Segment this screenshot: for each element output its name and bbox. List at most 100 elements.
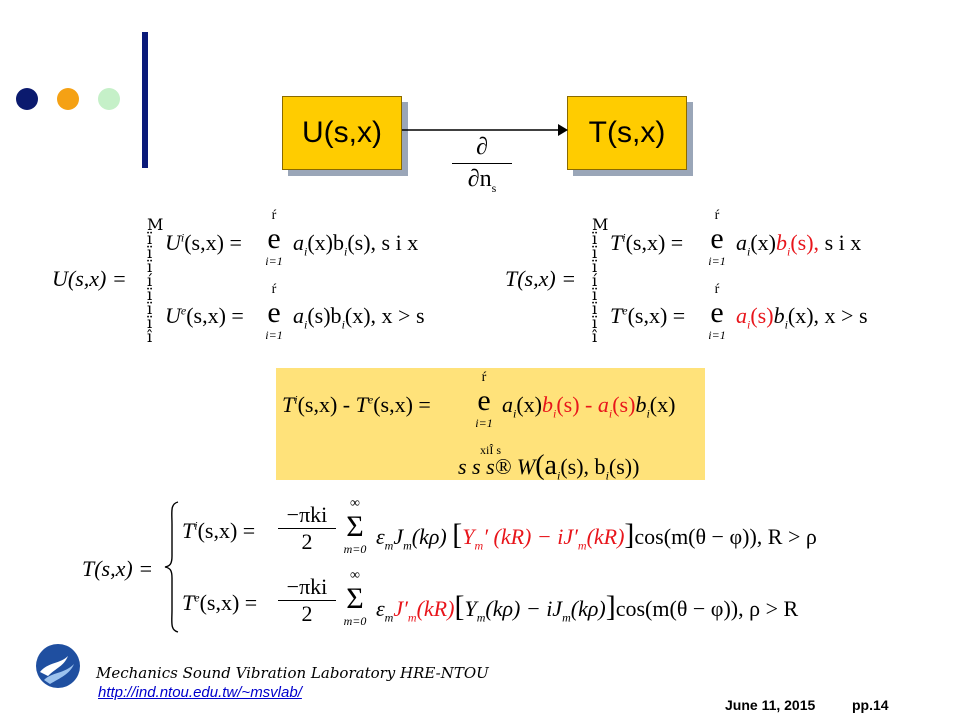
- eq-final-r1-frac-num: −πki: [286, 502, 328, 527]
- eq-u-row2-cond: (x), x > s: [344, 303, 425, 328]
- eq-t-row2-b: b: [773, 303, 785, 328]
- eq-final-r1-mid: (s,x) =: [197, 518, 256, 543]
- eq-final-r2-tail: cos(m(θ − φ)), ρ > R: [615, 596, 799, 621]
- eq-t-row1-rest: (x): [750, 230, 776, 255]
- eq-u-row2-sum-sign: e: [267, 296, 281, 329]
- eq-final-r1-j: J: [393, 524, 404, 549]
- eq-u-row1-cond: (s), s i x: [347, 230, 419, 255]
- eq-u-row1-rest: (x)b: [307, 230, 344, 255]
- eq-final-r2-y-sub: m: [476, 610, 486, 625]
- eq-jump-red-b-sub: i: [553, 406, 557, 421]
- eq-t-row2: Te(s,x) =: [610, 303, 685, 329]
- eq-u-row2-var: U: [165, 303, 181, 328]
- eq-jump-cond-s: s s: [458, 454, 481, 479]
- eq-jump-lhs: Ti(s,x) - Te(s,x) =: [282, 392, 431, 418]
- eq-u-row2-rest: (s)b: [307, 303, 342, 328]
- box-u: U(s,x): [282, 96, 402, 170]
- eq-jump-condition: s s s® W(ai(s), bi(s)): [458, 450, 639, 483]
- eq-jump-sum: ŕ e i=1: [472, 370, 496, 431]
- eq-t-row1-a: a: [736, 230, 747, 255]
- eq-final-r2-red-j: J′: [393, 596, 408, 621]
- eq-jump-red-b-rest: (s) -: [556, 392, 593, 417]
- eq-u-row1-var: U: [165, 230, 181, 255]
- eq-jump-w-sub2: i: [605, 468, 609, 483]
- eq-t-row2-var: T: [610, 303, 623, 328]
- eq-jump-b: b: [635, 392, 647, 417]
- eq-t-lhs: T(s,x) =: [505, 266, 577, 291]
- eq-jump-condition-sup: xiÎ s: [480, 443, 501, 457]
- eq-final-r2-lbracket: [: [454, 590, 465, 623]
- eq-u-row1-sum-sign: e: [267, 222, 281, 255]
- eq-final-r1-frac: −πki 2: [278, 502, 336, 555]
- eq-final-r2-arg: (kρ): [570, 596, 606, 621]
- eq-final-r2-body: εmJ′m(kR)[Ym(kρ) − iJm(kρ)]cos(m(θ − φ))…: [376, 590, 798, 625]
- eq-u-row1-b-sub: i: [344, 244, 348, 259]
- eq-t-row2-term: ai(s)bi(x), x > s: [736, 303, 868, 332]
- eq-t-row1-sum: ŕ e i=1: [705, 208, 729, 269]
- eq-jump-sum-bottom: i=1: [475, 416, 493, 430]
- decor-dot-orange: [57, 88, 79, 110]
- eq-final-r2-sum: ∞ Σ m=0: [338, 568, 372, 629]
- eq-u-row1-a: a: [293, 230, 304, 255]
- box-u-label: U(s,x): [302, 116, 382, 149]
- eq-u-row2-mid: (s,x) =: [186, 303, 244, 328]
- operator-fraction: ∂ ∂ns: [452, 134, 512, 196]
- eq-jump-t2: T: [355, 392, 368, 417]
- eq-t-row1-sum-top: ŕ: [714, 208, 720, 223]
- eq-jump-sup1: i: [294, 392, 298, 407]
- eq-final-r1-lbracket: [: [452, 518, 463, 551]
- eq-final-r2-t: T: [182, 590, 195, 615]
- eq-u-row1-sum: ŕ e i=1: [262, 208, 286, 269]
- eq-u-row2-sum-top: ŕ: [271, 282, 277, 297]
- eq-t-row2-sup: e: [622, 303, 628, 318]
- eq-u-row2-b-sub: i: [341, 317, 345, 332]
- eq-u-row2-sup: e: [180, 303, 187, 318]
- eq-jump-b-sub: i: [646, 406, 650, 421]
- eq-jump-b-rest: (x): [649, 392, 676, 417]
- eq-t-row1-cond: s i x: [824, 230, 862, 255]
- eq-t-row2-sum-sign: e: [710, 296, 724, 329]
- eq-final-r1-rbracket: ]: [624, 518, 635, 551]
- eq-t-row1-mid: (s,x) =: [625, 230, 684, 255]
- eq-u-row1-sum-bottom: i=1: [265, 254, 283, 268]
- eq-t-row2-mid: (s,x) =: [627, 303, 686, 328]
- eq-final-r1-j-sub: m: [403, 538, 412, 553]
- eq-jump-w-open: (a: [535, 450, 557, 481]
- eq-final-r1-sum-bot: m=0: [343, 542, 367, 556]
- eq-final-r2-frac: −πki 2: [278, 574, 336, 627]
- eq-final-r1-lhs: Ti(s,x) =: [182, 518, 255, 544]
- eq-final-r1-red-mid: ′ (kR) − iJ′: [483, 524, 578, 549]
- eq-final-r2-eps: ε: [376, 596, 385, 621]
- operator-numerator: ∂: [476, 134, 488, 160]
- eq-final-r1-sum-top: ∞: [350, 496, 360, 511]
- eq-t-row1-sum-bottom: i=1: [708, 254, 726, 268]
- decor-vertical-bar: [142, 32, 148, 168]
- eq-final-r1-t: T: [182, 518, 195, 543]
- eq-u-row1-sum-top: ŕ: [271, 208, 277, 223]
- eq-t-row1-var: T: [610, 230, 623, 255]
- eq-final-r1-frac-den: 2: [301, 529, 313, 554]
- eq-t-row1-term: ai(x)bi(s), s i x: [736, 230, 861, 259]
- operator-subscript: s: [491, 180, 497, 195]
- eq-t-row2-b-sub: i: [784, 317, 788, 332]
- box-t-label: T(s,x): [588, 116, 666, 149]
- eq-jump-a: a: [502, 392, 513, 417]
- eq-jump-sum-top: ŕ: [481, 370, 487, 385]
- eq-u-row1-sup: i: [180, 230, 185, 245]
- eq-t-row1-red-b: b: [776, 230, 787, 255]
- eq-final-r2-rbracket: ]: [605, 590, 616, 623]
- eq-u-row1: Ui(s,x) =: [165, 230, 242, 256]
- eq-final-r1-red-y-sub: m: [474, 538, 484, 553]
- eq-final-brace: [164, 501, 179, 633]
- eq-t-row2-red-a: a: [736, 303, 747, 328]
- eq-u-row2-term: ai(s)bi(x), x > s: [293, 303, 425, 332]
- eq-jump-cond-w: s® W: [486, 454, 536, 479]
- eq-u-row2-sum-bottom: i=1: [265, 328, 283, 342]
- eq-jump-sum-sign: e: [477, 384, 491, 417]
- eq-final-r2-j-sub: m: [562, 610, 571, 625]
- eq-t-row2-sum-bottom: i=1: [708, 328, 726, 342]
- eq-final-r2-frac-num: −πki: [286, 574, 328, 599]
- lab-url-link[interactable]: http://ind.ntou.edu.tw/~msvlab/: [98, 684, 302, 701]
- eq-final-lhs: T(s,x) =: [82, 556, 154, 581]
- eq-u-row2-a: a: [293, 303, 304, 328]
